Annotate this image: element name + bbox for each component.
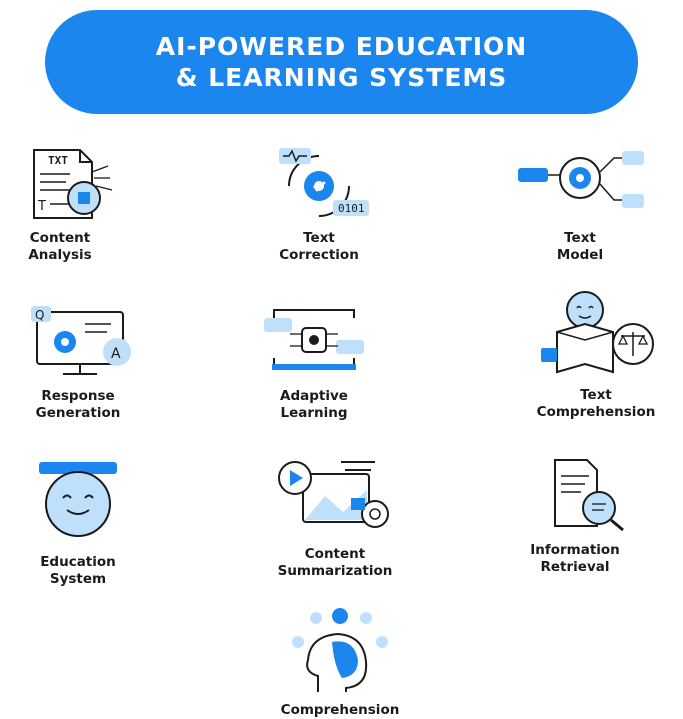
item-label-1: Response	[41, 388, 115, 404]
item-label-1: Text	[580, 387, 612, 403]
robot-book-scales-icon	[541, 291, 654, 374]
item-label-2: Comprehension	[536, 404, 656, 420]
item-comprehension: Comprehension	[255, 608, 425, 719]
title-line-2: & LEARNING SYSTEMS	[175, 63, 508, 92]
item-label-2: Model	[556, 247, 604, 263]
item-label-2: System	[49, 571, 107, 587]
item-content-summarization: Content Summarization	[250, 456, 420, 580]
item-label-2: Summarization	[277, 563, 393, 579]
item-information-retrieval: Information Retrieval	[490, 456, 660, 576]
item-label-2: Learning	[280, 405, 348, 421]
item-text-comprehension: Text Comprehension	[511, 286, 681, 421]
title-banner: AI-POWERED EDUCATION & LEARNING SYSTEMS	[45, 10, 638, 114]
chip-text: 0101	[338, 202, 365, 215]
item-education-system: Education System	[0, 456, 163, 588]
robot-graduate-icon	[39, 462, 117, 537]
chip-text-2: T	[37, 199, 46, 214]
document-brain-icon: TXT T	[33, 149, 113, 219]
chip-text: TXT	[48, 154, 68, 167]
document-magnifier-icon	[554, 459, 624, 532]
item-label-1: Content	[29, 230, 91, 246]
chip-text-2: A	[111, 346, 121, 362]
item-text-correction: 0101 Text Correction	[234, 142, 404, 264]
item-text-model: Text Model	[495, 142, 665, 264]
item-label-2: Analysis	[28, 247, 92, 263]
item-label-1: Education	[40, 554, 116, 570]
item-label-2: Retrieval	[540, 559, 610, 575]
item-label-1: Comprehension	[280, 702, 400, 718]
head-brain-icon	[292, 608, 388, 692]
item-label-1: Text	[564, 230, 596, 246]
ai-chip-screen-icon	[264, 309, 364, 370]
item-label-2: Correction	[279, 247, 359, 263]
title-line-1: AI-POWERED EDUCATION	[155, 32, 528, 61]
item-adaptive-learning: Adaptive Learning	[229, 302, 399, 422]
item-response-generation: Q A Response Generation	[0, 302, 163, 422]
item-label-1: Content	[304, 546, 366, 562]
item-label-1: Adaptive	[280, 388, 348, 404]
item-label-2: Generation	[35, 405, 121, 421]
item-label-1: Text	[303, 230, 335, 246]
chip-text: Q	[35, 308, 44, 322]
gear-binary-icon: 0101	[279, 148, 369, 217]
item-label-1: Information	[530, 542, 620, 558]
item-content-analysis: TXT T Content Analysis	[0, 142, 145, 264]
gear-network-icon	[518, 151, 644, 208]
monitor-gear-icon: Q A	[31, 306, 131, 375]
video-chart-icon	[278, 461, 389, 528]
